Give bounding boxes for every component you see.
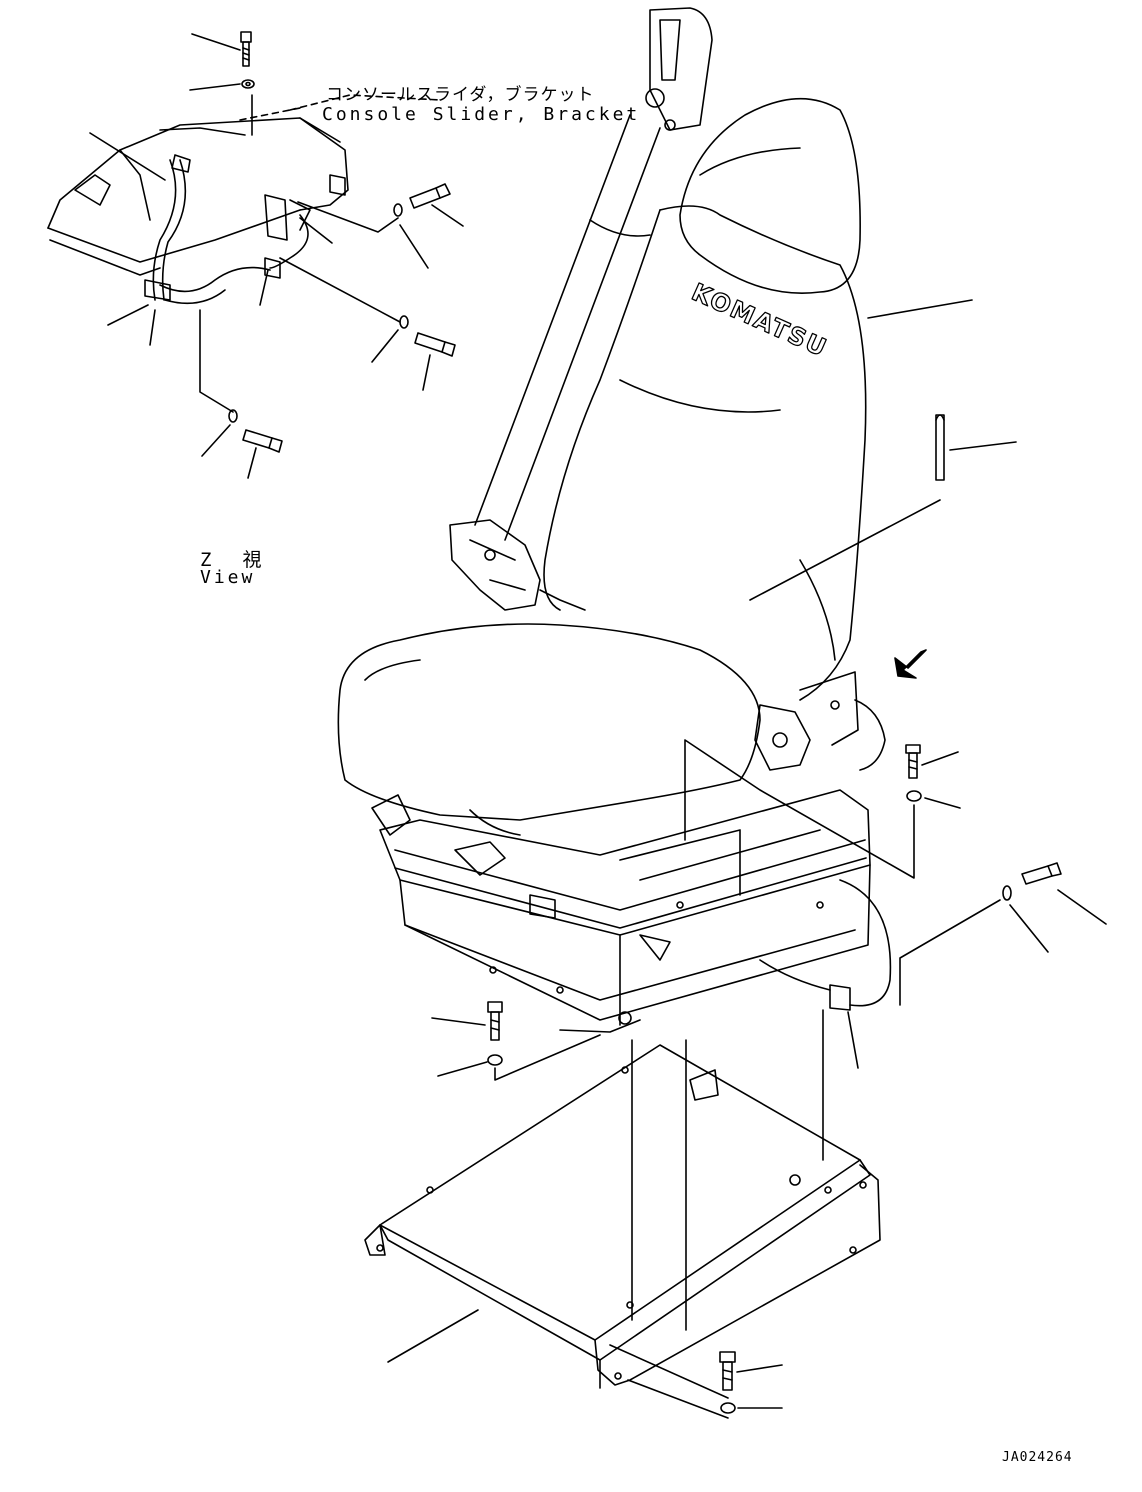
seat-mount-bracket (364, 1044, 881, 1389)
console-slider-bracket-label-jp: コンソールスライダ，ブラケット (326, 85, 595, 105)
bolt-icon (487, 1001, 503, 1041)
z-view-detail (47, 31, 464, 479)
komatsu-logo-on-seat: KOMATSU (687, 277, 833, 363)
svg-text:KOMATSU: KOMATSU (688, 278, 832, 363)
view-label-en: View (200, 567, 256, 588)
view-direction-arrow-icon (894, 649, 927, 679)
seat-illustration (337, 7, 892, 1033)
view-label-jp: Z 視 (200, 549, 268, 571)
bolt-icon (719, 1351, 736, 1391)
bolt-icon (240, 31, 252, 67)
bolt-icon (905, 744, 921, 779)
bolt-icon (414, 332, 456, 357)
console-slider-bracket-label-en: Console Slider, Bracket (322, 104, 641, 125)
bolt-icon (1021, 862, 1062, 885)
fastener-group (387, 299, 1107, 1419)
bolt-icon (242, 429, 283, 453)
bolt-icon (409, 183, 451, 209)
drawing-number: JA024264 (1002, 1450, 1073, 1465)
